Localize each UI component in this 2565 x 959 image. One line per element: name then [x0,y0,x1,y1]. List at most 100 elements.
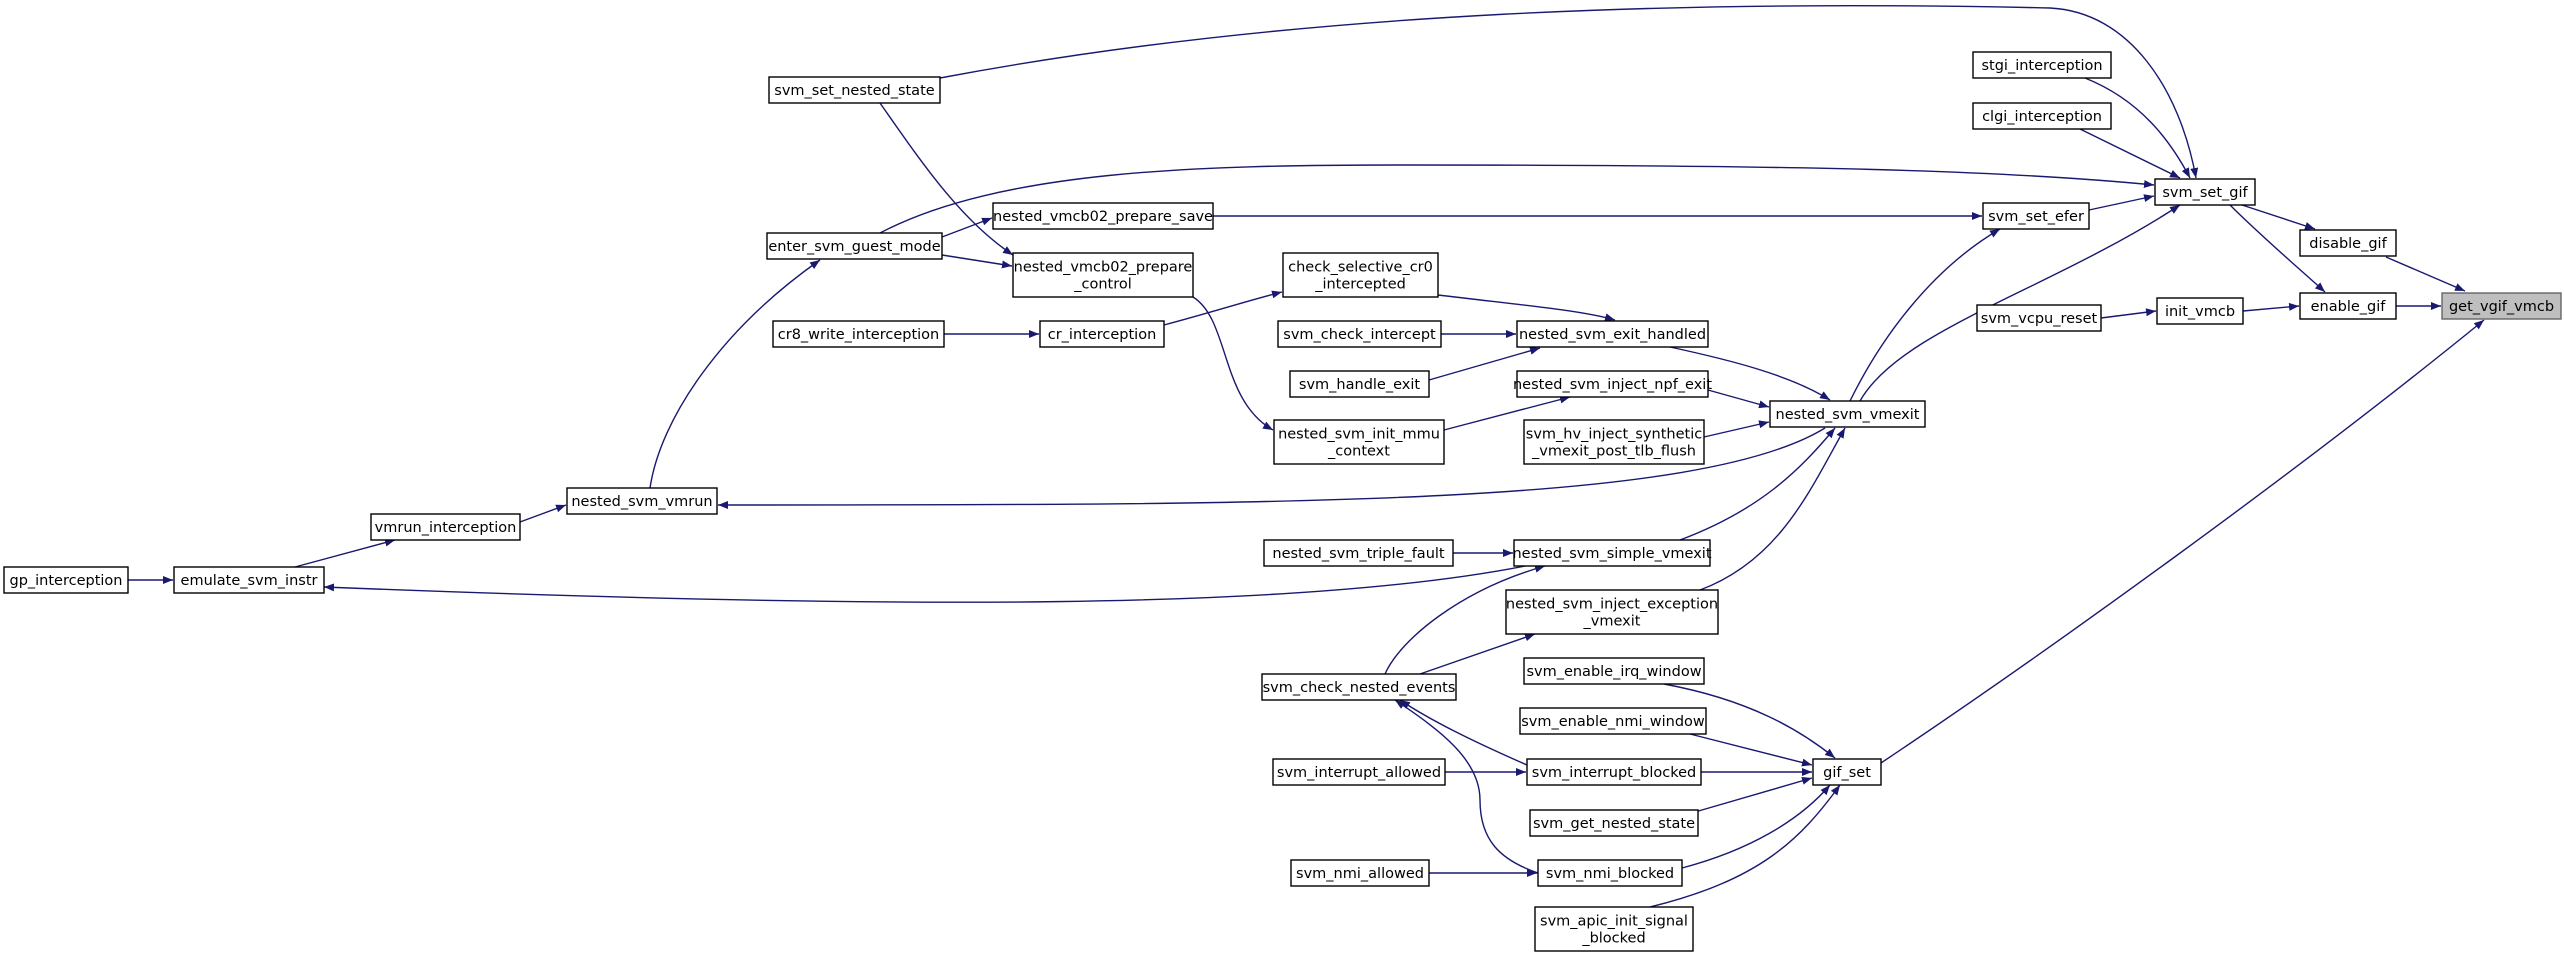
node-label: init_vmcb [2165,304,2235,320]
node-svm_handle_exit[interactable]: svm_handle_exit [1289,370,1430,398]
node-nested_svm_vmexit[interactable]: nested_svm_vmexit [1769,400,1926,428]
node-nested_svm_exit_handled[interactable]: nested_svm_exit_handled [1516,320,1709,348]
node-svm_enable_irq_window[interactable]: svm_enable_irq_window [1523,657,1705,685]
edge-svm_set_gif-to-disable_gif [2241,204,2316,230]
node-cr_interception[interactable]: cr_interception [1039,320,1165,348]
node-nested_svm_inject_exception_vmexit[interactable]: nested_svm_inject_exception_vmexit [1505,589,1719,635]
node-label: _vmexit [1583,614,1641,630]
node-box [1273,419,1445,465]
node-box [1537,859,1683,887]
node-label: svm_interrupt_blocked [1532,765,1696,781]
node-label: svm_get_nested_state [1533,816,1695,832]
node-box [766,232,943,260]
node-label: svm_check_nested_events [1263,680,1456,696]
node-svm_interrupt_allowed[interactable]: svm_interrupt_allowed [1272,758,1446,786]
node-svm_set_gif[interactable]: svm_set_gif [2154,178,2256,206]
node-gif_set[interactable]: gif_set [1812,758,1882,786]
node-svm_get_nested_state[interactable]: svm_get_nested_state [1529,809,1699,837]
node-cr8_write_interception[interactable]: cr8_write_interception [772,320,945,348]
node-box [1290,859,1430,887]
node-stgi_interception[interactable]: stgi_interception [1972,51,2112,79]
edge-svm_set_efer-to-svm_set_gif [2088,194,2155,211]
node-label: _intercepted [1314,277,1406,293]
node-box [1513,539,1711,567]
node-label: gp_interception [10,573,123,589]
node-box [2299,229,2397,257]
node-svm_nmi_allowed[interactable]: svm_nmi_allowed [1290,859,1430,887]
node-svm_set_efer[interactable]: svm_set_efer [1982,202,2090,230]
node-clgi_interception[interactable]: clgi_interception [1972,102,2112,130]
node-box [1523,419,1705,465]
node-label: nested_vmcb02_prepare_save [993,209,1213,225]
edge-disable_gif-to-get_vgif_vmcb [2385,256,2466,292]
node-box [1261,673,1457,701]
node-box [1526,758,1702,786]
edge-svm_enable_nmi_window-to-gif_set [1689,733,1813,767]
node-gp_interception[interactable]: gp_interception [3,566,129,594]
node-svm_nmi_blocked[interactable]: svm_nmi_blocked [1537,859,1683,887]
node-label: svm_vcpu_reset [1981,311,2098,327]
node-svm_interrupt_blocked[interactable]: svm_interrupt_blocked [1526,758,1702,786]
node-nested_svm_vmrun[interactable]: nested_svm_vmrun [566,487,718,515]
node-label: _blocked [1581,931,1645,947]
node-nested_svm_triple_fault[interactable]: nested_svm_triple_fault [1263,539,1454,567]
node-nested_svm_init_mmu_context[interactable]: nested_svm_init_mmu_context [1273,419,1445,465]
node-box [1972,51,2112,79]
edge-nested_svm_inject_npf_exit-to-nested_svm_vmexit [1707,389,1770,409]
node-box [768,76,941,104]
node-label: cr_interception [1048,327,1157,343]
node-box [1012,252,1194,298]
node-box [2441,292,2562,320]
edge-svm_check_nested_events-to-nested_svm_simple_vmexit [1384,564,1546,675]
node-box [1976,304,2102,332]
node-label: emulate_svm_instr [181,573,318,589]
node-disable_gif[interactable]: disable_gif [2299,229,2397,257]
node-emulate_svm_instr[interactable]: emulate_svm_instr [173,566,325,594]
node-box [2156,297,2244,325]
node-enable_gif[interactable]: enable_gif [2299,292,2397,320]
node-label: nested_svm_exit_handled [1519,327,1706,343]
node-nested_vmcb02_prepare_control[interactable]: nested_vmcb02_prepare_control [1012,252,1194,298]
edge-nested_svm_vmexit-to-svm_set_gif [1859,204,2181,402]
node-svm_set_nested_state[interactable]: svm_set_nested_state [768,76,941,104]
nodes-layer: get_vgif_vmcb disable_gif enable_gif gif_se… [3,51,2562,952]
node-label: check_selective_cr0 [1288,260,1433,276]
node-get_vgif_vmcb[interactable]: get_vgif_vmcb [2441,292,2562,320]
node-box [1769,400,1926,428]
edge-stgi_interception-to-svm_set_gif [2084,77,2191,179]
node-label: nested_svm_simple_vmexit [1512,546,1711,562]
node-nested_svm_inject_npf_exit[interactable]: nested_svm_inject_npf_exit [1513,370,1712,398]
node-label: vmrun_interception [375,520,517,536]
node-init_vmcb[interactable]: init_vmcb [2156,297,2244,325]
edge-svm_set_gif-to-enable_gif [2229,204,2326,293]
node-box [1529,809,1699,837]
node-box [1263,539,1454,567]
node-label: enter_svm_guest_mode [768,239,940,255]
node-svm_apic_init_signal_blocked[interactable]: svm_apic_init_signal_blocked [1534,906,1694,952]
node-check_selective_cr0_intercepted[interactable]: check_selective_cr0_intercepted [1282,252,1439,298]
node-label: svm_set_efer [1988,209,2084,225]
node-box [173,566,325,594]
node-box [1516,370,1709,398]
node-svm_check_nested_events[interactable]: svm_check_nested_events [1261,673,1457,701]
edge-svm_check_nested_events-to-nested_svm_inject_exception_vmexit [1419,633,1536,675]
node-svm_check_intercept[interactable]: svm_check_intercept [1277,320,1442,348]
edge-vmrun_interception-to-nested_svm_vmrun [519,504,567,523]
edge-svm_hv_inject_synthetic_vmexit_post_tlb_flush-to-nested_svm_vmexit [1703,420,1770,438]
node-svm_enable_nmi_window[interactable]: svm_enable_nmi_window [1519,707,1707,735]
node-svm_vcpu_reset[interactable]: svm_vcpu_reset [1976,304,2102,332]
edge-cr_interception-to-check_selective_cr0_intercepted [1163,290,1283,326]
node-nested_vmcb02_prepare_save[interactable]: nested_vmcb02_prepare_save [992,202,1214,230]
node-box [1516,320,1709,348]
node-box [1039,320,1165,348]
node-box [1505,589,1719,635]
node-svm_hv_inject_synthetic_vmexit_post_tlb_flush[interactable]: svm_hv_inject_synthetic_vmexit_post_tlb_… [1523,419,1705,465]
node-box [992,202,1214,230]
node-vmrun_interception[interactable]: vmrun_interception [370,513,521,541]
node-nested_svm_simple_vmexit[interactable]: nested_svm_simple_vmexit [1512,539,1712,567]
node-label: svm_apic_init_signal [1540,914,1688,930]
node-enter_svm_guest_mode[interactable]: enter_svm_guest_mode [766,232,943,260]
edge-svm_get_nested_state-to-gif_set [1694,776,1813,813]
edge-nested_svm_init_mmu_context-to-nested_svm_inject_npf_exit [1443,395,1571,431]
node-label: cr8_write_interception [778,327,939,343]
